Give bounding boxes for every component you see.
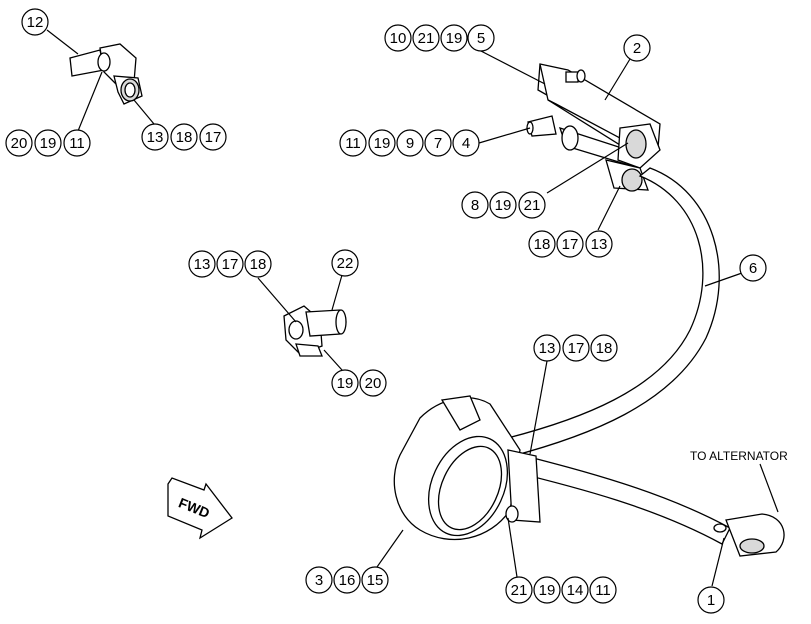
callout-number: 21 bbox=[418, 30, 435, 47]
callout-number: 17 bbox=[568, 340, 585, 357]
callout-number: 11 bbox=[595, 582, 611, 599]
callout-number: 14 bbox=[567, 582, 584, 599]
callout-number: 18 bbox=[596, 340, 613, 357]
callout-number: 13 bbox=[539, 340, 556, 357]
callout-group-7: 8 19 21 bbox=[461, 191, 546, 219]
callout-number: 10 bbox=[390, 30, 407, 47]
callout-group-11: 22 bbox=[331, 249, 359, 277]
callout-number: 18 bbox=[534, 236, 551, 253]
callout-number: 11 bbox=[345, 135, 361, 152]
callout-number: 11 bbox=[69, 135, 85, 152]
clamp-detail-middle bbox=[283, 305, 347, 357]
ring-clamp bbox=[393, 395, 541, 541]
callout-number: 16 bbox=[339, 572, 356, 589]
callout-group-3: 13 18 17 bbox=[141, 123, 227, 151]
callout-number: 18 bbox=[250, 256, 267, 273]
callout-group-4: 10 21 19 5 bbox=[384, 24, 495, 52]
callout-group-16: 1 bbox=[697, 586, 725, 614]
callout-number: 20 bbox=[11, 135, 28, 152]
callout-number: 7 bbox=[434, 135, 442, 152]
callout-number: 8 bbox=[471, 197, 479, 214]
callout-number: 5 bbox=[477, 30, 485, 47]
callout-number: 19 bbox=[495, 197, 512, 214]
callout-number: 17 bbox=[205, 129, 222, 146]
callout-group-8: 18 17 13 bbox=[528, 230, 613, 258]
callout-number: 18 bbox=[176, 129, 193, 146]
callout-number: 3 bbox=[315, 572, 323, 589]
alternator-connector bbox=[713, 513, 785, 557]
callout-number: 13 bbox=[591, 236, 608, 253]
callout-number: 15 bbox=[367, 572, 384, 589]
forward-arrow bbox=[167, 477, 233, 540]
callout-number: 1 bbox=[707, 592, 715, 609]
callout-number: 17 bbox=[222, 256, 239, 273]
callout-group-10: 13 17 18 bbox=[188, 250, 272, 278]
callout-number: 13 bbox=[147, 129, 164, 146]
callout-number: 9 bbox=[406, 135, 414, 152]
callout-group-15: 21 19 14 11 bbox=[505, 576, 617, 604]
to-alternator-label: TO ALTERNATOR bbox=[690, 449, 788, 463]
callout-number: 2 bbox=[633, 40, 641, 57]
callout-number: 21 bbox=[524, 197, 541, 214]
callout-number: 19 bbox=[40, 135, 57, 152]
callout-number: 19 bbox=[374, 135, 391, 152]
callout-group-9: 6 bbox=[739, 254, 767, 282]
callout-number: 19 bbox=[446, 30, 463, 47]
callout-number: 12 bbox=[27, 14, 44, 31]
bracket-assembly-top bbox=[526, 63, 661, 192]
callout-number: 4 bbox=[462, 135, 470, 152]
callout-number: 13 bbox=[194, 256, 211, 273]
callout-number: 22 bbox=[337, 255, 354, 272]
callout-number: 19 bbox=[539, 582, 556, 599]
callout-group-12: 19 20 bbox=[331, 369, 387, 397]
callout-number: 17 bbox=[562, 236, 579, 253]
callout-group-13: 13 17 18 bbox=[533, 334, 618, 362]
clamp-detail-top-left bbox=[69, 43, 143, 105]
callout-group-14: 3 16 15 bbox=[305, 566, 389, 594]
callout-group-1: 12 bbox=[21, 8, 49, 36]
callout-group-2: 20 19 11 bbox=[5, 129, 91, 157]
callout-number: 6 bbox=[749, 260, 757, 277]
callout-group-5: 2 bbox=[623, 34, 651, 62]
callout-group-6: 11 19 9 7 4 bbox=[339, 129, 480, 157]
leader-lines bbox=[46, 29, 779, 587]
callout-number: 21 bbox=[511, 582, 528, 599]
callout-number: 20 bbox=[365, 375, 382, 392]
callout-number: 19 bbox=[337, 375, 354, 392]
